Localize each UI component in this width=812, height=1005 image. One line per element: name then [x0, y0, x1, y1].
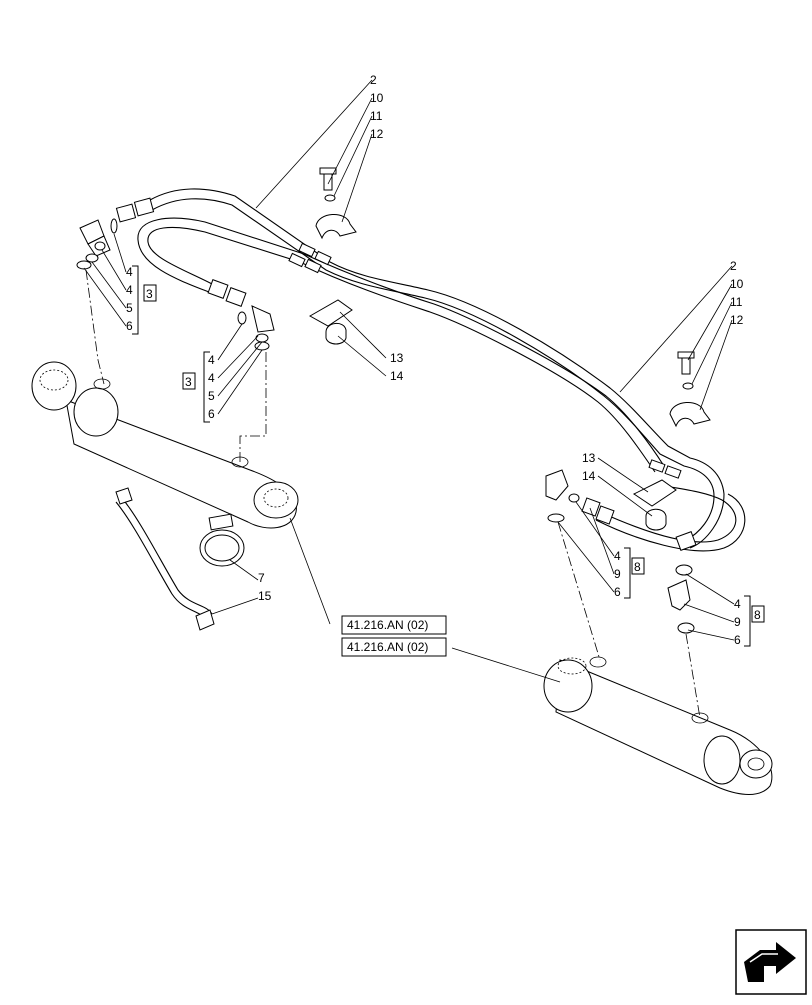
callout-2-right: 2: [730, 259, 737, 273]
callout-14-right: 14: [582, 469, 596, 483]
leader-lines: [83, 79, 735, 683]
callout-10-top: 10: [370, 91, 384, 105]
callout-lg2-1: 4: [208, 371, 215, 385]
callout-rg2-1: 9: [734, 615, 741, 629]
callout-11-right: 11: [730, 295, 743, 309]
callout-lg2-0: 4: [208, 353, 215, 367]
callout-lg2-2: 5: [208, 389, 215, 403]
svg-text:8: 8: [634, 560, 641, 574]
left-mid-elbow-fitting: [207, 279, 275, 351]
callout-15: 15: [258, 589, 272, 603]
svg-text:41.216.AN (02): 41.216.AN (02): [347, 640, 428, 654]
callout-lg1-0: 4: [126, 265, 133, 279]
callout-10-right: 10: [730, 277, 744, 291]
group-brackets: [132, 265, 751, 647]
callout-lg2-3: 6: [208, 407, 215, 421]
upper-bracket-and-spacer: [308, 299, 353, 345]
svg-text:8: 8: [754, 608, 761, 622]
right-mid-elbow-fitting: [545, 469, 615, 525]
right-clamp-and-bolt: [669, 351, 711, 428]
hydraulic-pipe-assembly: [137, 188, 746, 552]
group-ref-right-low[interactable]: 8: [751, 605, 765, 623]
callout-rg2-0: 4: [734, 597, 741, 611]
callout-7: 7: [258, 571, 265, 585]
callout-rg2-2: 6: [734, 633, 741, 647]
callout-rg1-2: 6: [614, 585, 621, 599]
callout-rg1-1: 9: [614, 567, 621, 581]
callout-lg1-1: 4: [126, 283, 133, 297]
right-low-elbow-fitting: [667, 531, 697, 634]
left-hydraulic-cylinder: [31, 361, 299, 529]
next-page-arrow-icon[interactable]: [735, 929, 807, 995]
group-ref-left-mid[interactable]: 3: [182, 372, 196, 390]
hose-clamp: [199, 513, 245, 567]
svg-text:41.216.AN (02): 41.216.AN (02): [347, 618, 428, 632]
callout-2-top: 2: [370, 73, 377, 87]
cross-reference-1[interactable]: 41.216.AN (02): [341, 615, 447, 635]
callout-14-left: 14: [390, 369, 404, 383]
callout-lg1-2: 5: [126, 301, 133, 315]
callout-rg1-0: 4: [614, 549, 621, 563]
right-bracket-and-spacer: [633, 479, 677, 531]
group-ref-right-mid[interactable]: 8: [631, 557, 645, 575]
group-ref-left-top[interactable]: 3: [143, 284, 157, 302]
callout-13-right: 13: [582, 451, 596, 465]
upper-clamp-and-bolt: [315, 167, 357, 240]
callout-lg1-3: 6: [126, 319, 133, 333]
callout-12-right: 12: [730, 313, 744, 327]
svg-text:3: 3: [185, 375, 192, 389]
alignment-lines: [85, 269, 701, 719]
cross-reference-2[interactable]: 41.216.AN (02): [341, 637, 447, 657]
svg-text:3: 3: [146, 287, 153, 301]
left-upper-elbow-fitting: [76, 197, 155, 270]
callout-13-left: 13: [390, 351, 404, 365]
lubrication-pipe: [115, 487, 215, 631]
callout-11-top: 11: [370, 109, 383, 123]
callout-labels: 2 10 11 12 2 10 11 12 13 14 13 14 7 15 4…: [126, 73, 744, 647]
callout-12-top: 12: [370, 127, 384, 141]
right-hydraulic-cylinder: [543, 656, 773, 795]
